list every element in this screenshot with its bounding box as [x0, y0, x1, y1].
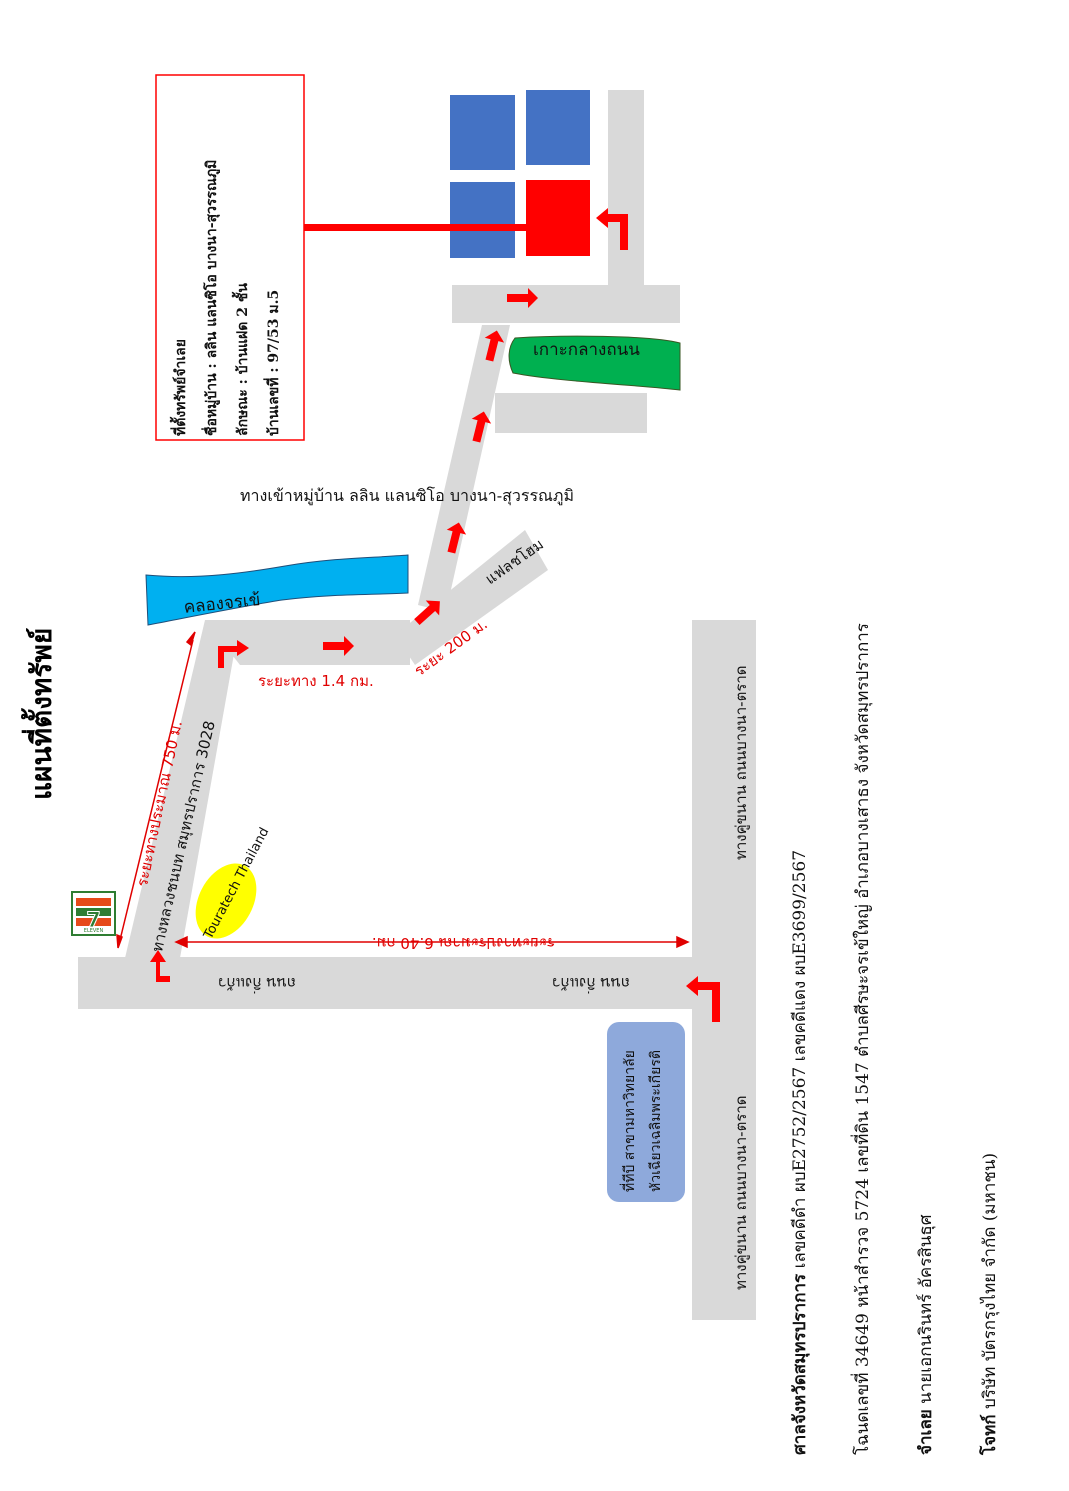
property-connector-line: [304, 224, 526, 231]
footer-court-bold: ศาลจังหวัดสมุทรปราการ: [790, 1273, 810, 1455]
university-box: [607, 1022, 685, 1202]
distance-640-arrowhead-right: [676, 935, 690, 949]
king-kaew-road-label-1: ถนน กิ่งแก้ว: [218, 974, 296, 992]
house-blue-1: [450, 95, 515, 170]
page-title: แผนที่ตั้งทรัพย์: [25, 627, 58, 800]
footer-court-rest: เลขคดีดำ ผบE2752/2567 เลขคดีแดง ผบE3699/…: [790, 849, 810, 1274]
distance-750-line: [119, 639, 194, 941]
roads: [78, 90, 756, 1320]
island-shape: [508, 335, 681, 391]
property-info-text: ที่ตั้งทรัพย์จำเลย ชื่อหมู่บ้าน : ลลิน แ…: [166, 160, 290, 436]
touratech-shape: [195, 863, 257, 939]
university-label: ที่ทีบี สาขามหาวิทยาลัย หัวเฉียวเฉลิมพระ…: [622, 1050, 664, 1192]
property-info-type: ลักษณะ : บ้านแฝด 2 ชั้น: [235, 283, 251, 436]
house-blue-2: [526, 90, 590, 165]
distance-1-4-label: ระยะทาง 1.4 กม.: [258, 672, 374, 690]
footer-court-line: ศาลจังหวัดสมุทรปราการ เลขคดีดำ ผบE2752/2…: [790, 849, 810, 1455]
village-entrance-road: [418, 325, 510, 612]
village-road-vertical: [608, 90, 644, 290]
canal-shape: [145, 554, 409, 626]
footer-deed-line: โฉนดเลขที่ 34649 หน้าสำรวจ 5724 เลขที่ดิ…: [853, 623, 873, 1455]
king-kaew-road: [78, 957, 693, 1009]
distance-640-label: ระยะทางประมาณ 6.40 กม.: [371, 934, 555, 952]
property-info-village: ชื่อหมู่บ้าน : ลลิน แลนซิโอ บางนา-สุวรรณ…: [204, 159, 220, 436]
footer-defendant-bold: จำเลย: [916, 1409, 936, 1455]
road-segment-horizontal: [205, 620, 410, 665]
footer-plaintiff-rest: บริษัท บัตรกรุงไทย จำกัด (มหาชน): [980, 1152, 1000, 1415]
village-road-lower: [495, 393, 647, 433]
turn-arrow-start-icon: [150, 950, 170, 982]
footer-defendant-rest: นายเอกนรินทร์ อัครสินธุศ: [916, 1214, 936, 1410]
parallel-road-label-1: ทางคู่ขนาน ถนนบางนา-ตราด: [732, 665, 750, 860]
parallel-road-label-2: ทางคู่ขนาน ถนนบางนา-ตราด: [732, 1095, 750, 1290]
turn-arrow-house-icon: [596, 208, 628, 250]
svg-text:7: 7: [86, 908, 101, 932]
property-info-box: [155, 74, 305, 441]
svg-text:ELEVEN: ELEVEN: [84, 928, 104, 934]
king-kaew-road-label-2: ถนน กิ่งแก้ว: [552, 974, 630, 992]
distance-640-arrowhead-left: [174, 935, 188, 949]
distance-lines: [116, 631, 690, 949]
distance-750-arrowhead-bottom: [116, 933, 123, 949]
direction-arrows: [150, 208, 720, 1022]
target-house: [526, 180, 590, 256]
village-road-upper: [452, 285, 680, 323]
road-segment-to-flashhome: [395, 530, 548, 665]
rural-road-3028: [125, 620, 240, 958]
footer-plaintiff-line: โจทก์ บริษัท บัตรกรุงไทย จำกัด (มหาชน): [980, 1152, 1000, 1455]
bangna-trad-parallel-road: [692, 620, 756, 1320]
footer-defendant-line: จำเลย นายเอกนรินทร์ อัครสินธุศ: [916, 1214, 936, 1455]
footer-plaintiff-bold: โจทก์: [980, 1414, 1000, 1455]
house-blue-3: [450, 182, 515, 258]
island-label: เกาะกลางถนน: [533, 340, 640, 360]
seven-eleven-logo-icon: 7 ELEVEN: [71, 891, 116, 936]
turn-arrow-parallel-icon: [686, 976, 720, 1022]
distance-750-arrowhead-top: [185, 631, 196, 647]
property-info-heading: ที่ตั้งทรัพย์จำเลย: [173, 339, 189, 436]
houses: [450, 90, 590, 258]
property-info-house-number: บ้านเลขที่ : 97/53 ม.5: [266, 289, 282, 436]
turn-arrow-corner-icon: [218, 640, 249, 668]
village-entrance-label: ทางเข้าหมู่บ้าน ลลิน แลนซิโอ บางนา-สุวรร…: [240, 486, 574, 505]
